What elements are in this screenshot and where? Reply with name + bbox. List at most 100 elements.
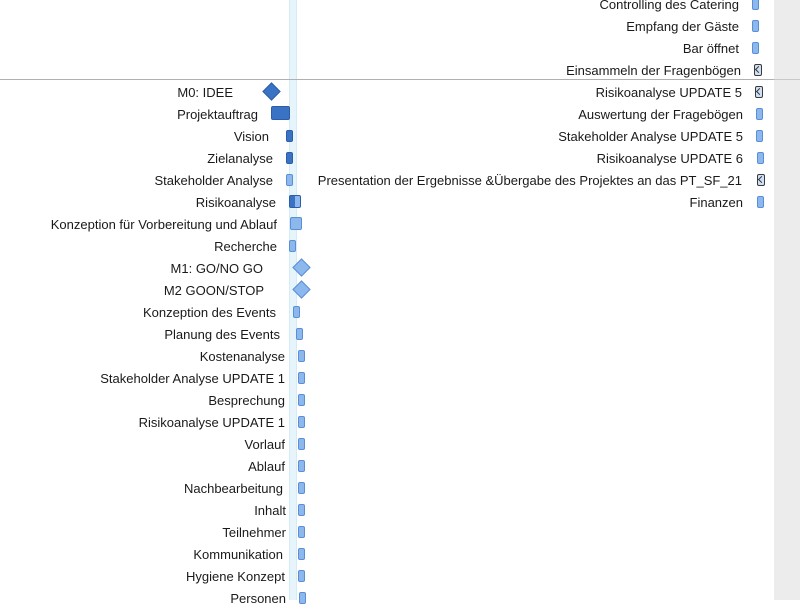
task-bar[interactable]: [754, 64, 762, 76]
gantt-row[interactable]: Presentation der Ergebnisse &Übergabe de…: [0, 170, 774, 192]
task-bar[interactable]: [298, 482, 305, 494]
gantt-row[interactable]: Konzeption für Vorbereitung und Ablauf: [0, 214, 774, 236]
task-bar[interactable]: [298, 460, 305, 472]
task-bar[interactable]: [290, 217, 302, 230]
task-name: Risikoanalyse UPDATE 5: [595, 85, 742, 100]
task-name: Risikoanalyse UPDATE 1: [138, 415, 285, 430]
task-bar[interactable]: [757, 174, 765, 186]
gantt-row[interactable]: Empfang der Gäste: [0, 16, 774, 38]
task-bar[interactable]: [286, 130, 293, 142]
gantt-row[interactable]: Vorlauf: [0, 434, 774, 456]
task-name: Einsammeln der Fragenbögen: [566, 63, 741, 78]
gantt-row[interactable]: Projektauftrag: [0, 104, 774, 126]
task-bar[interactable]: [289, 240, 296, 252]
task-bar[interactable]: [752, 42, 759, 54]
task-bar[interactable]: [757, 196, 764, 208]
task-name: Konzeption für Vorbereitung und Ablauf: [50, 217, 277, 232]
task-bar[interactable]: [752, 20, 759, 32]
task-bar[interactable]: [298, 548, 305, 560]
current-date-line: [289, 0, 297, 600]
gantt-row[interactable]: M1: GO/NO GO: [0, 258, 774, 280]
task-bar[interactable]: [286, 174, 293, 186]
task-name: Nachbearbeitung: [183, 481, 283, 496]
scrollbar-track[interactable]: [774, 0, 800, 600]
gantt-row[interactable]: Bar öffnet: [0, 38, 774, 60]
task-name: Zielanalyse: [207, 151, 273, 166]
task-name: Bar öffnet: [682, 41, 739, 56]
task-bar[interactable]: [298, 570, 305, 582]
task-name: Stakeholder Analyse UPDATE 1: [100, 371, 285, 386]
milestone-diamond-icon[interactable]: [292, 258, 311, 277]
gantt-row[interactable]: Kommunikation: [0, 544, 774, 566]
task-bar[interactable]: [286, 152, 293, 164]
gantt-row[interactable]: Risikoanalyse UPDATE 6: [0, 148, 774, 170]
task-name: Finanzen: [689, 195, 743, 210]
task-name: Kostenanalyse: [199, 349, 285, 364]
section-divider: [0, 79, 774, 80]
gantt-row[interactable]: Personen: [0, 588, 774, 610]
task-name: Auswertung der Fragebögen: [578, 107, 743, 122]
task-bar[interactable]: [752, 0, 759, 10]
task-bar[interactable]: [293, 306, 300, 318]
milestone-name: M1: GO/NO GO: [170, 261, 263, 276]
task-name: Vorlauf: [244, 437, 285, 452]
gantt-row[interactable]: Risikoanalyse UPDATE 1: [0, 412, 774, 434]
milestone-diamond-icon[interactable]: [292, 280, 311, 299]
gantt-row[interactable]: Inhalt: [0, 500, 774, 522]
task-name: Hygiene Konzept: [185, 569, 285, 584]
task-bar[interactable]: [298, 438, 305, 450]
task-bar[interactable]: [757, 152, 764, 164]
task-name: Projektauftrag: [177, 107, 258, 122]
gantt-row[interactable]: Planung des Events: [0, 324, 774, 346]
task-bar[interactable]: [298, 504, 305, 516]
gantt-row[interactable]: M2 GOON/STOP: [0, 280, 774, 302]
gantt-row[interactable]: Stakeholder Analyse UPDATE 5: [0, 126, 774, 148]
gantt-row[interactable]: Auswertung der Fragebögen: [0, 104, 774, 126]
task-name: Risikoanalyse UPDATE 6: [596, 151, 743, 166]
task-bar[interactable]: [298, 416, 305, 428]
gantt-row[interactable]: Konzeption des Events: [0, 302, 774, 324]
task-name: Inhalt: [254, 503, 286, 518]
gantt-row[interactable]: Nachbearbeitung: [0, 478, 774, 500]
task-bar[interactable]: [755, 86, 763, 98]
gantt-row[interactable]: Finanzen: [0, 192, 774, 214]
task-bar[interactable]: [296, 328, 303, 340]
task-bar[interactable]: [756, 130, 763, 142]
gantt-row[interactable]: Stakeholder Analyse UPDATE 1: [0, 368, 774, 390]
milestone-name: M0: IDEE: [177, 85, 233, 100]
task-name: Ablauf: [248, 459, 285, 474]
task-name: Risikoanalyse: [195, 195, 276, 210]
task-bar[interactable]: [298, 394, 305, 406]
task-bar[interactable]: [298, 350, 305, 362]
gantt-row[interactable]: Zielanalyse: [0, 148, 774, 170]
gantt-row[interactable]: Risikoanalyse: [0, 192, 774, 214]
gantt-row[interactable]: Teilnehmer: [0, 522, 774, 544]
gantt-row[interactable]: Vision: [0, 126, 774, 148]
task-name: Besprechung: [208, 393, 285, 408]
task-name: Presentation der Ergebnisse &Übergabe de…: [317, 173, 742, 188]
gantt-row[interactable]: Ablauf: [0, 456, 774, 478]
gantt-row[interactable]: Kostenanalyse: [0, 346, 774, 368]
milestone-diamond-icon[interactable]: [262, 82, 281, 101]
gantt-row[interactable]: Recherche: [0, 236, 774, 258]
gantt-row[interactable]: Einsammeln der Fragenbögen: [0, 60, 774, 82]
task-name: Vision: [233, 129, 269, 144]
milestone-name: M2 GOON/STOP: [163, 283, 264, 298]
task-name: Konzeption des Events: [143, 305, 276, 320]
task-bar[interactable]: [756, 108, 763, 120]
task-bar[interactable]: [299, 592, 306, 604]
gantt-row[interactable]: M0: IDEE: [0, 82, 774, 104]
task-bar[interactable]: [298, 372, 305, 384]
task-name: Recherche: [214, 239, 277, 254]
gantt-row[interactable]: Risikoanalyse UPDATE 5: [0, 82, 774, 104]
gantt-row[interactable]: Besprechung: [0, 390, 774, 412]
task-bar[interactable]: [298, 526, 305, 538]
task-bar[interactable]: [289, 195, 301, 208]
task-name: Personen: [230, 591, 286, 606]
section-divider-extension: [774, 79, 800, 80]
gantt-row[interactable]: Hygiene Konzept: [0, 566, 774, 588]
gantt-row[interactable]: Controlling des Catering: [0, 0, 774, 16]
gantt-row[interactable]: Stakeholder Analyse: [0, 170, 774, 192]
task-bar[interactable]: [271, 106, 290, 120]
task-name: Stakeholder Analyse: [154, 173, 273, 188]
